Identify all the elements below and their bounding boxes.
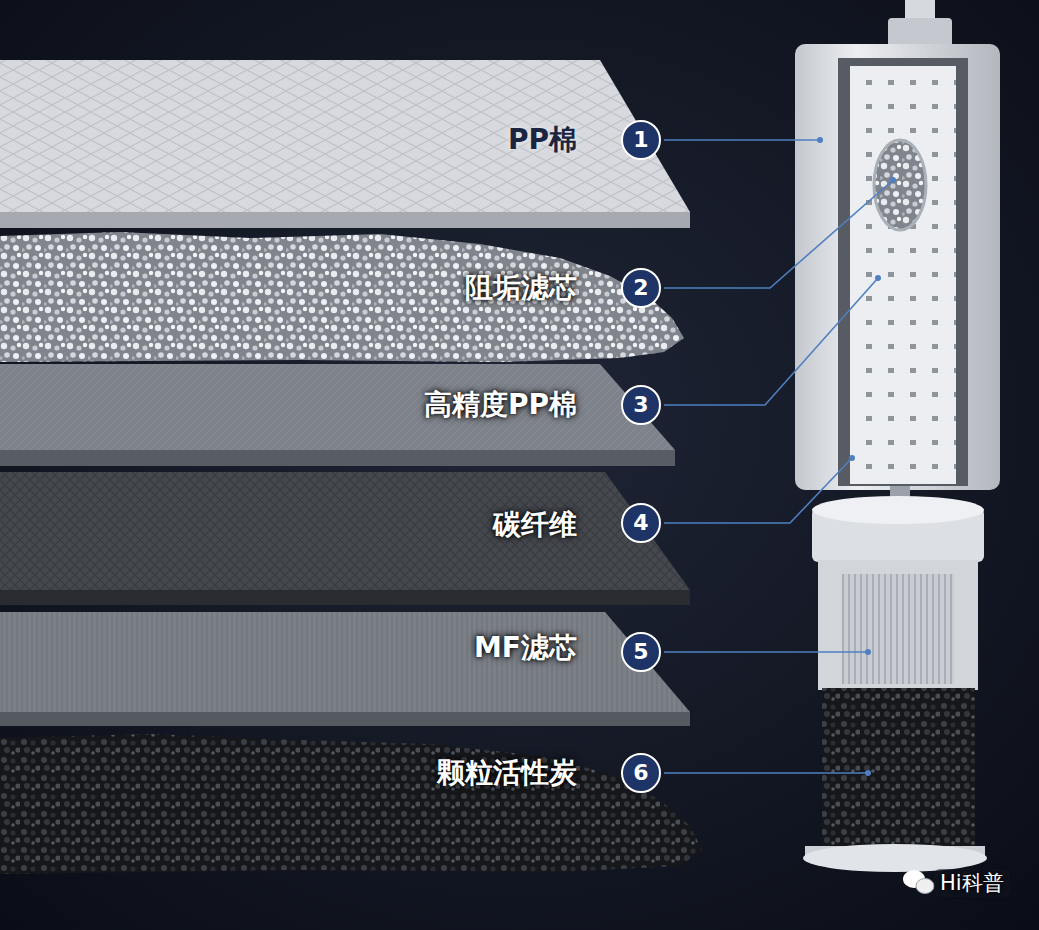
cartridge-lower <box>822 688 975 850</box>
part-name: 高精度PP棉 <box>424 389 577 421</box>
cartridge-upper <box>888 18 952 48</box>
callout-circle: 2 <box>621 268 661 308</box>
callout-number: 5 <box>633 641 648 663</box>
part-name: MF滤芯 <box>474 632 577 664</box>
callout-circle: 3 <box>621 385 661 425</box>
callout-number: 3 <box>633 394 648 416</box>
cartridge-upper <box>795 44 1000 490</box>
cartridge-upper <box>795 0 1000 490</box>
wechat-icon <box>903 870 934 894</box>
high-precision-pp-layer <box>0 450 675 466</box>
pp-cotton-layer <box>0 60 690 228</box>
activated-carbon-layer <box>0 734 702 874</box>
part-name: PP棉 <box>508 124 577 156</box>
leader-line <box>664 651 868 653</box>
leader-line <box>664 458 852 523</box>
cartridge-upper <box>874 140 926 230</box>
leader-line <box>664 180 893 288</box>
leader-line <box>664 139 820 141</box>
leader-dot <box>817 137 823 143</box>
callout-circle: 5 <box>621 632 661 672</box>
cartridge-upper <box>838 58 968 486</box>
high-precision-pp-layer <box>0 364 675 450</box>
carbon-fiber-layer <box>0 472 690 605</box>
cartridge-lower <box>812 496 984 524</box>
leader-dot <box>865 649 871 655</box>
leader-dot <box>849 455 855 461</box>
callout-number: 6 <box>633 762 648 784</box>
leader-dot <box>817 137 896 776</box>
leader-line <box>664 278 878 405</box>
cartridge-upper <box>850 66 956 484</box>
callout-circle: 1 <box>621 120 661 160</box>
part-name: 阻垢滤芯 <box>465 272 577 304</box>
part-name: 颗粒活性炭 <box>437 757 577 789</box>
mf-layer <box>0 612 690 726</box>
pp-cotton-layer <box>0 60 690 212</box>
high-precision-pp-layer <box>0 364 675 466</box>
watermark: Hi科普 <box>934 869 1010 897</box>
cartridge-lower <box>818 560 978 690</box>
carbon-fiber-layer <box>0 590 690 605</box>
cartridge-lower <box>803 844 987 872</box>
leader-line <box>664 772 868 774</box>
pp-cotton-layer <box>0 212 690 228</box>
callout-circle: 4 <box>621 503 661 543</box>
scale-inhibitor-layer <box>0 232 684 362</box>
carbon-fiber-layer <box>0 472 690 590</box>
part-name: 碳纤维 <box>493 509 577 541</box>
mf-layer <box>0 612 690 712</box>
scale-inhibitor-layer <box>0 232 684 362</box>
leader-dot <box>890 177 896 183</box>
leader-dot <box>875 275 881 281</box>
activated-carbon-layer <box>0 734 702 874</box>
mf-layer <box>0 712 690 726</box>
callout-circle: 6 <box>621 753 661 793</box>
callout-number: 2 <box>633 277 648 299</box>
leader-dot <box>865 770 871 776</box>
wechat-icon <box>916 879 934 894</box>
leader-line <box>664 140 893 773</box>
callout-number: 4 <box>633 512 648 534</box>
cartridge-lower <box>803 486 987 872</box>
callout-number: 1 <box>633 129 648 151</box>
cartridge-lower <box>842 574 954 684</box>
